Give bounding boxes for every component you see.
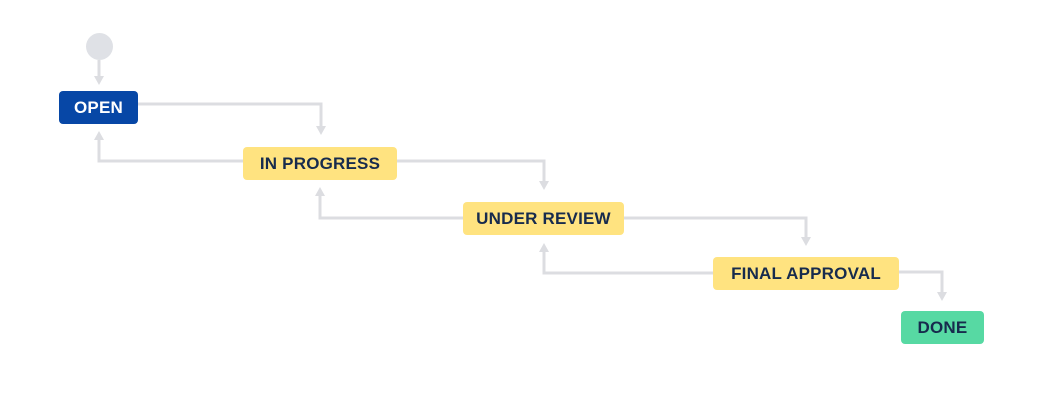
transition-under-review-to-final-approval — [624, 216, 808, 238]
arrowhead-up — [94, 131, 104, 140]
transition-in-progress-to-open — [97, 139, 243, 163]
status-label: UNDER REVIEW — [476, 208, 611, 228]
status-final-approval[interactable]: FINAL APPROVAL — [713, 257, 899, 290]
arrowhead-down — [539, 181, 549, 190]
start-node — [86, 33, 113, 60]
arrowhead-down — [316, 126, 326, 135]
arrowhead-down — [801, 237, 811, 246]
status-in-progress[interactable]: IN PROGRESS — [243, 147, 397, 180]
status-label: IN PROGRESS — [259, 153, 381, 173]
status-label: FINAL APPROVAL — [731, 263, 881, 283]
status-under-review[interactable]: UNDER REVIEW — [463, 202, 624, 235]
arrowhead-up — [315, 187, 325, 196]
arrowhead-up — [539, 243, 549, 252]
arrowhead-down — [937, 292, 947, 301]
status-done[interactable]: DONE — [901, 311, 984, 344]
transition-in-progress-to-under-review — [397, 159, 546, 182]
transition-final-approval-to-done — [899, 270, 944, 293]
transition-under-review-to-in-progress — [318, 195, 463, 220]
transition-open-to-in-progress — [138, 102, 323, 127]
transition-final-approval-to-under-review — [542, 251, 713, 275]
arrowhead-down — [94, 76, 104, 85]
status-open[interactable]: OPEN — [59, 91, 138, 124]
status-label: DONE — [917, 317, 968, 337]
status-label: OPEN — [74, 97, 123, 117]
